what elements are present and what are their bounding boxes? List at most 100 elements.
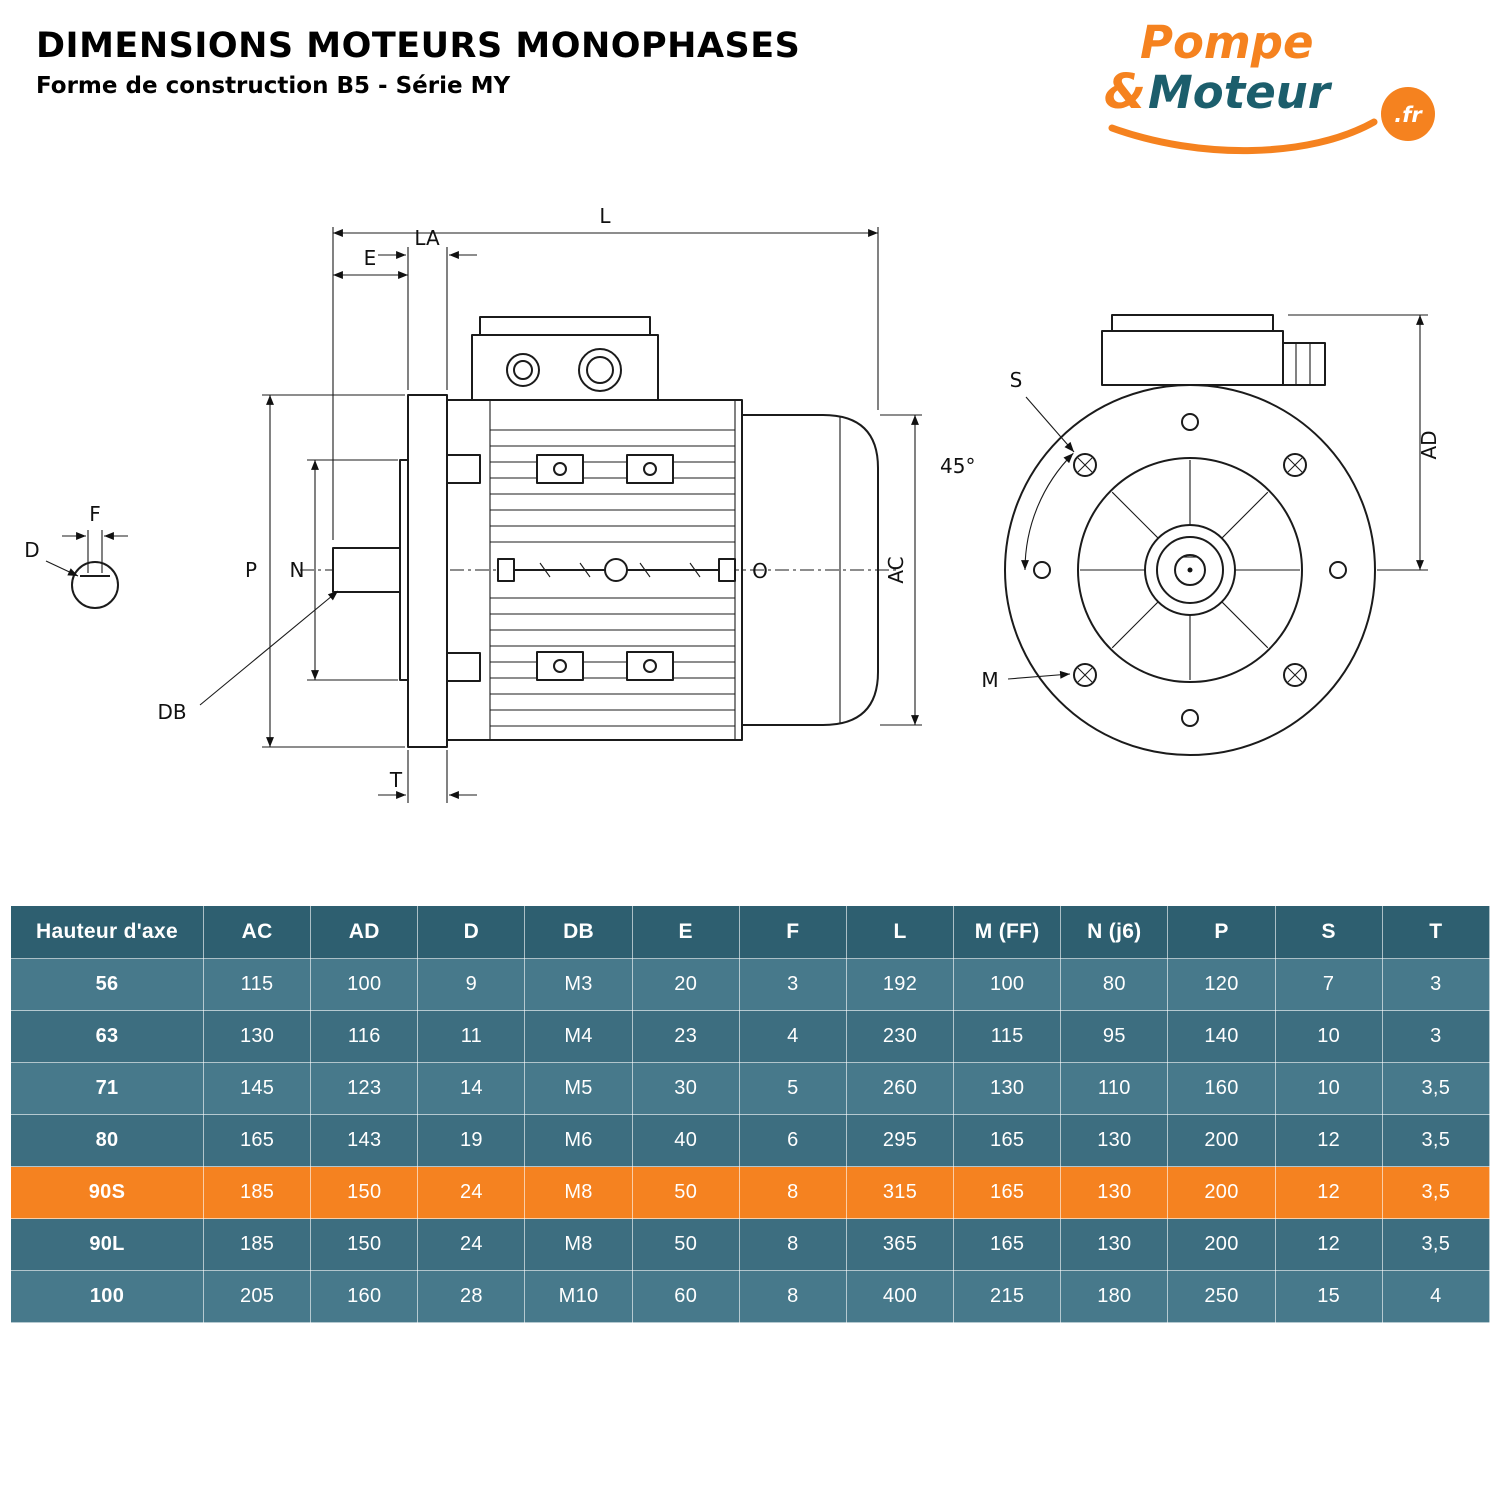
- dim-label-DB: DB: [157, 700, 186, 724]
- cell: M4: [524, 1010, 633, 1063]
- col-header-D: D: [417, 905, 526, 959]
- col-header-S: S: [1274, 905, 1383, 959]
- cell: 3: [1381, 1010, 1491, 1063]
- cell: 50: [631, 1166, 740, 1219]
- cell: 12: [1274, 1114, 1383, 1167]
- cell: M8: [524, 1218, 633, 1271]
- cell: 19: [417, 1114, 526, 1167]
- motor-shaft: [332, 547, 409, 593]
- cell: 185: [202, 1166, 312, 1219]
- brand-logo-graphic: Pompe & Moteur .fr: [1104, 16, 1435, 155]
- cell: 143: [310, 1114, 419, 1167]
- cell: 116: [310, 1010, 419, 1063]
- brand-logo: Pompe & Moteur .fr: [1090, 8, 1480, 178]
- cell: M3: [524, 958, 633, 1011]
- cell: 100: [953, 958, 1062, 1011]
- cooling-fins: [490, 429, 735, 727]
- cell: 260: [845, 1062, 955, 1115]
- cell: 130: [1060, 1114, 1169, 1167]
- cell: 40: [631, 1114, 740, 1167]
- mounting-boss: [536, 651, 584, 681]
- cell: 115: [202, 958, 312, 1011]
- cell: 115: [953, 1010, 1062, 1063]
- dim-label-D: D: [24, 538, 39, 562]
- cell: 400: [845, 1270, 955, 1323]
- col-header-N (j6): N (j6): [1060, 905, 1169, 959]
- shaft-section-view: F D: [24, 502, 128, 609]
- cell: 3: [1381, 958, 1491, 1011]
- row-label: 100: [10, 1270, 204, 1323]
- col-header-DB: DB: [524, 905, 633, 959]
- cell: 192: [845, 958, 955, 1011]
- cell: 28: [417, 1270, 526, 1323]
- cell: M6: [524, 1114, 633, 1167]
- dim-label-E: E: [364, 246, 377, 270]
- cell: 140: [1167, 1010, 1276, 1063]
- cell: 8: [738, 1218, 847, 1271]
- cell: 60: [631, 1270, 740, 1323]
- cell: 205: [202, 1270, 312, 1323]
- cell: 295: [845, 1114, 955, 1167]
- dim-label-AD: AD: [1417, 430, 1441, 459]
- cell: 24: [417, 1166, 526, 1219]
- dim-label-O: O: [752, 559, 768, 583]
- cell: 7: [1274, 958, 1383, 1011]
- flange-lug-top: [446, 454, 481, 484]
- dim-label-LA: LA: [414, 226, 440, 250]
- cell: 200: [1167, 1166, 1276, 1219]
- cell: 15: [1274, 1270, 1383, 1323]
- cable-gland-right: [578, 348, 622, 392]
- dim-label-AC: AC: [884, 556, 908, 583]
- page-title: DIMENSIONS MOTEURS MONOPHASES: [36, 26, 801, 66]
- cell: 165: [953, 1166, 1062, 1219]
- shaft-front: [1174, 554, 1206, 586]
- cell: 165: [953, 1114, 1062, 1167]
- flange-lug-bottom: [446, 652, 481, 682]
- cell: 10: [1274, 1062, 1383, 1115]
- cell: 8: [738, 1166, 847, 1219]
- flange-spigot: [399, 459, 409, 681]
- technical-drawings: F D: [24, 204, 1441, 803]
- col-header-AD: AD: [310, 905, 419, 959]
- cell: M10: [524, 1270, 633, 1323]
- dim-label-M: M: [981, 668, 998, 692]
- page-subtitle: Forme de construction B5 - Série MY: [36, 73, 511, 99]
- cell: 200: [1167, 1218, 1276, 1271]
- col-header-T: T: [1381, 905, 1491, 959]
- cell: 5: [738, 1062, 847, 1115]
- fan-cover: [742, 414, 879, 726]
- col-header-P: P: [1167, 905, 1276, 959]
- cell: 150: [310, 1166, 419, 1219]
- row-label: 63: [10, 1010, 204, 1063]
- cell: 24: [417, 1218, 526, 1271]
- cell: 3,5: [1381, 1218, 1491, 1271]
- cell: 130: [953, 1062, 1062, 1115]
- cell: 145: [202, 1062, 312, 1115]
- col-header-E: E: [631, 905, 740, 959]
- cell: 95: [1060, 1010, 1169, 1063]
- col-header-AC: AC: [202, 905, 312, 959]
- logo-swoosh: [1108, 118, 1378, 155]
- dim-label-N: N: [290, 558, 305, 582]
- row-label: 90S: [10, 1166, 204, 1219]
- col-header-F: F: [738, 905, 847, 959]
- cell: 120: [1167, 958, 1276, 1011]
- cell: 180: [1060, 1270, 1169, 1323]
- terminal-box-lid-front: [1111, 314, 1274, 332]
- flange-holes-cardinal: [1033, 413, 1347, 727]
- cell: 165: [953, 1218, 1062, 1271]
- fan-cowl-circle: [1077, 457, 1303, 683]
- row-label: 56: [10, 958, 204, 1011]
- cell: 9: [417, 958, 526, 1011]
- cell: 4: [1381, 1270, 1491, 1323]
- cell: 230: [845, 1010, 955, 1063]
- cell: 3,5: [1381, 1062, 1491, 1115]
